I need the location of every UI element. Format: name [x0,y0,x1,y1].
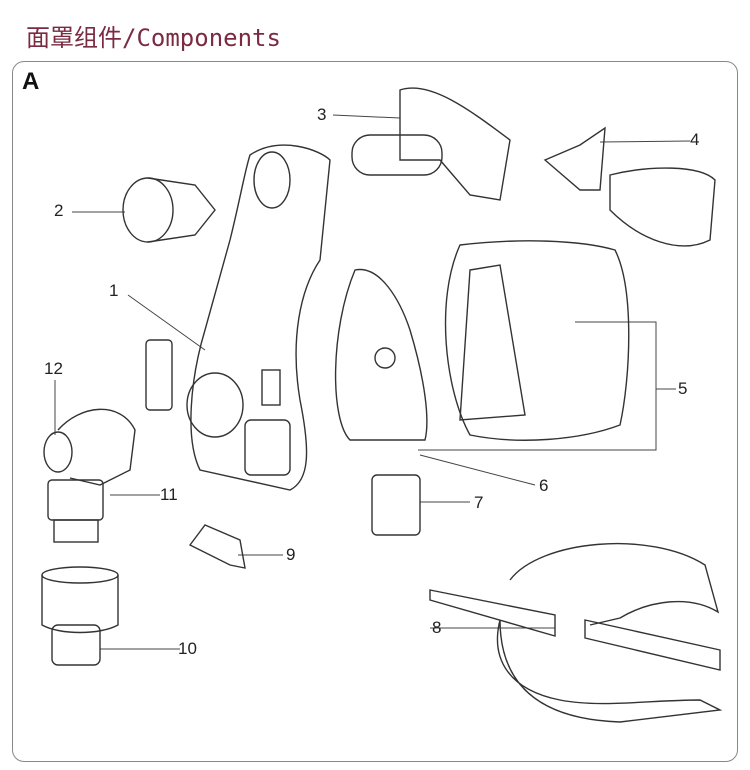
cushion-part-5 [444,240,630,441]
elbow-part-11-12 [43,408,136,543]
figure-panel [12,61,738,762]
callout-9: 9 [286,545,296,564]
callout-8: 8 [432,618,442,637]
clip-part-9 [188,524,246,569]
callout-2: 2 [54,201,64,220]
mask-frame-part-1 [145,144,331,491]
callout-3: 3 [317,105,327,124]
headgear-part-8 [429,542,723,723]
page-title: 面罩组件/Components [26,24,281,52]
callout-5: 5 [678,379,688,398]
callout-6: 6 [539,476,549,495]
callout-7: 7 [474,493,484,512]
forehead-pad-part-4 [543,126,716,247]
callout-11: 11 [160,485,178,504]
forehead-support-part-3 [351,87,511,201]
cushion-clip-part-6 [334,268,428,441]
callout-12: 12 [44,359,63,378]
panel-label: A [22,68,40,95]
callout-4: 4 [690,130,700,149]
callout-10: 10 [178,639,197,658]
clip-part-7 [371,474,421,536]
elbow-valve-part-2 [122,177,216,243]
adapter-part-10 [41,566,119,666]
leader-lines [54,114,691,650]
callout-1: 1 [109,281,119,300]
